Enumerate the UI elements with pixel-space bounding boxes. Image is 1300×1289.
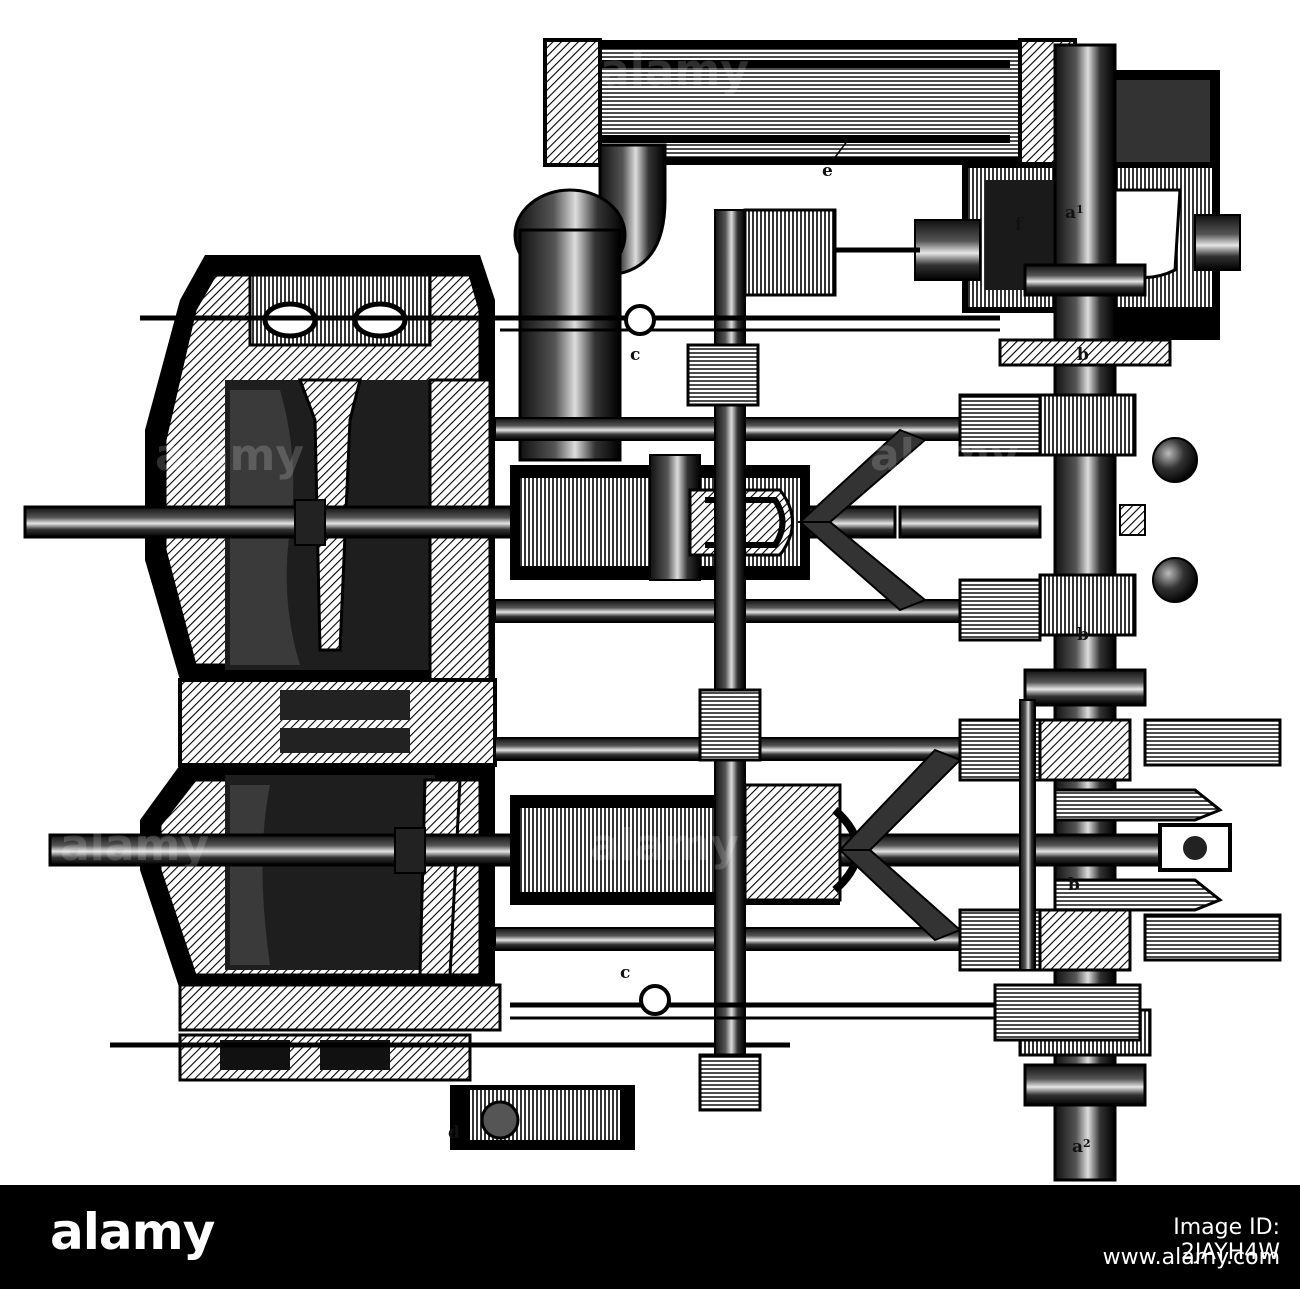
label-a2: a2 — [1072, 1137, 1091, 1157]
governor — [1119, 437, 1198, 603]
site-url: www.alamy.com — [1102, 1245, 1280, 1270]
label-c-upper: c — [630, 345, 640, 365]
image-id: Image ID: 2JAYH4W — [1173, 1215, 1280, 1265]
exhaust-elbow-pipe — [513, 143, 667, 462]
valve-shaft — [686, 208, 837, 1112]
valve-rods — [140, 304, 1142, 1042]
watermark-text: alamy — [60, 820, 209, 871]
footer-bar — [0, 1185, 1300, 1289]
label-f: f — [1015, 215, 1024, 235]
label-b-mid: b — [1077, 625, 1089, 645]
label-a1: a1 — [1065, 203, 1084, 223]
watermark-text: alamy — [870, 430, 1019, 481]
lower-cylinder — [140, 765, 495, 990]
watermark-text: alamy — [590, 820, 739, 871]
watermark-text: alamy — [155, 430, 304, 481]
label-e: e — [822, 161, 833, 181]
brand-logo: alamy — [50, 1203, 215, 1261]
watermark-text: alamy — [600, 45, 749, 96]
label-b-lower: b — [1068, 875, 1080, 895]
label-b-upper: b — [1077, 345, 1089, 365]
lower-valve-gear — [110, 983, 790, 1150]
label-c-lower: c — [620, 963, 630, 983]
lower-crosshead — [510, 783, 862, 905]
crank-cheeks — [1019, 699, 1282, 972]
cylinder-partition — [178, 678, 497, 767]
upper-crosshead — [510, 454, 810, 581]
label-d: d — [448, 1123, 460, 1143]
